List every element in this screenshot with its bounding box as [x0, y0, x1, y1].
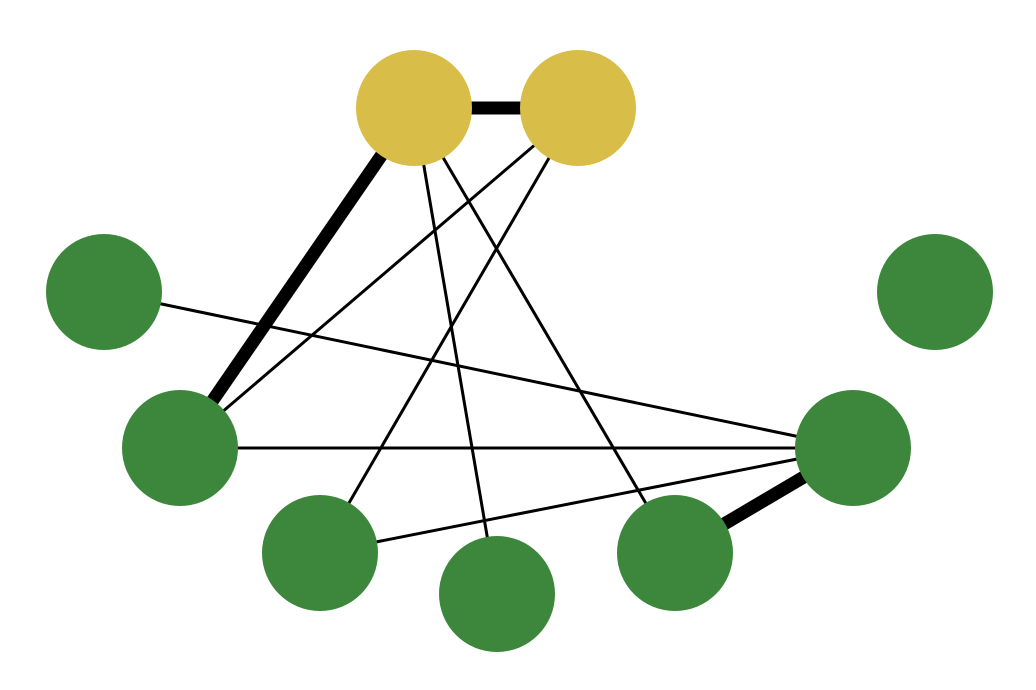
- edge-y1-g2: [174, 104, 420, 452]
- node-g5: [439, 536, 555, 652]
- nodes-layer: [46, 50, 993, 652]
- edge-y1-g5: [412, 107, 499, 595]
- node-g1: [46, 234, 162, 350]
- node-y1: [356, 50, 472, 166]
- node-y2: [520, 50, 636, 166]
- node-g6: [617, 495, 733, 611]
- node-g7: [795, 390, 911, 506]
- edge-y2-g2: [179, 106, 579, 450]
- edge-g1-g7: [103, 290, 854, 450]
- edge-y2-g4: [318, 107, 580, 554]
- edge-y1-g6: [412, 107, 677, 554]
- edge-g4-g7: [319, 446, 854, 555]
- node-g2: [122, 390, 238, 506]
- node-g8: [877, 234, 993, 350]
- node-g4: [262, 495, 378, 611]
